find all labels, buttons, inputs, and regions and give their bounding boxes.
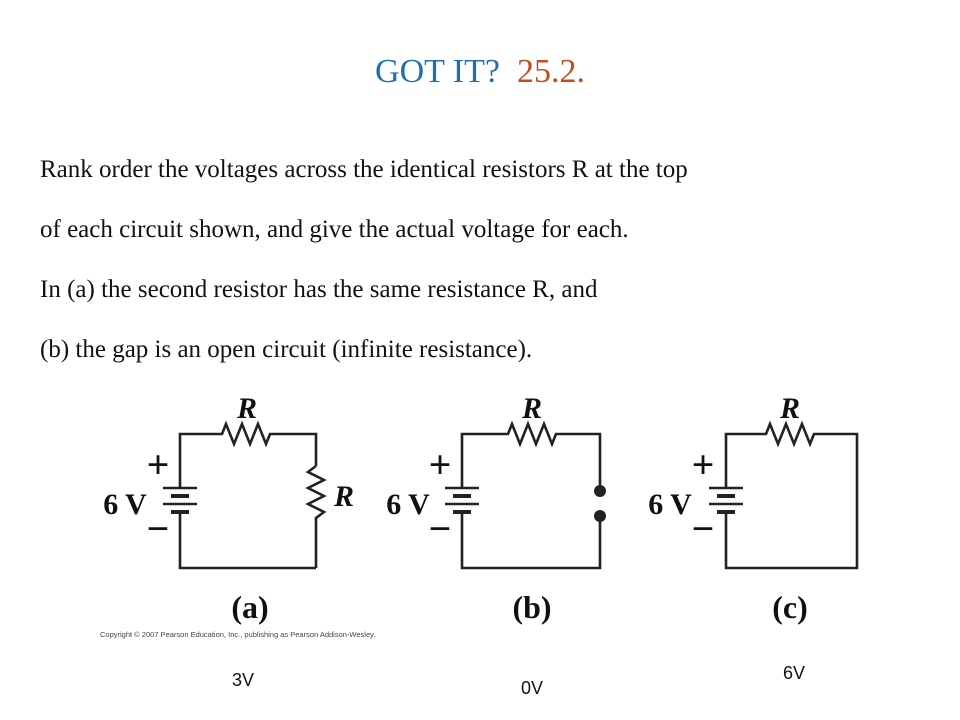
circuit-b-gap-terminal-top	[594, 485, 606, 497]
circuit-b-gap-terminal-bottom	[594, 510, 606, 522]
answer-c: 6V	[783, 663, 806, 683]
circuit-a	[163, 420, 327, 570]
circuit-a-top-label: R	[236, 392, 257, 425]
question-line-2: of each circuit shown, and give the actu…	[40, 216, 629, 243]
circuit-b-voltage: 6 V	[386, 488, 430, 521]
answer-a: 3V	[232, 670, 255, 690]
answer-b: 0V	[521, 678, 544, 698]
question-line-4: (b) the gap is an open circuit (infinite…	[40, 336, 533, 363]
circuit-b-plus: +	[429, 442, 452, 487]
slide-title: GOT IT? 25.2.	[0, 50, 960, 94]
circuit-c-caption: (c)	[772, 589, 808, 625]
circuit-a-side-label: R	[333, 480, 354, 513]
circuit-c	[709, 420, 859, 570]
question-line-1: Rank order the voltages across the ident…	[40, 156, 688, 183]
circuit-a-minus: −	[147, 506, 170, 551]
circuit-c-plus: +	[692, 442, 715, 487]
circuit-c-minus: −	[692, 506, 715, 551]
circuit-c-voltage: 6 V	[648, 488, 692, 521]
circuit-b-top-label: R	[521, 392, 542, 425]
circuit-b	[445, 420, 602, 570]
circuit-a-voltage: 6 V	[103, 488, 147, 521]
circuit-a-plus: +	[147, 442, 170, 487]
question-line-3: In (a) the second resistor has the same …	[40, 276, 598, 303]
question-text: Rank order the voltages across the ident…	[40, 140, 920, 380]
circuit-a-caption: (a)	[231, 589, 268, 625]
circuit-c-top-label: R	[779, 392, 800, 425]
title-got-it: GOT IT?	[375, 53, 500, 90]
circuit-b-minus: −	[429, 506, 452, 551]
circuit-diagrams: R R + 6 V − (a) R + 6 V − (b) R + 6 V − …	[103, 392, 859, 625]
copyright-notice: Copyright © 2007 Pearson Education, Inc.…	[100, 630, 376, 639]
title-number: 25.2.	[516, 53, 585, 90]
circuit-b-caption: (b)	[512, 589, 551, 625]
